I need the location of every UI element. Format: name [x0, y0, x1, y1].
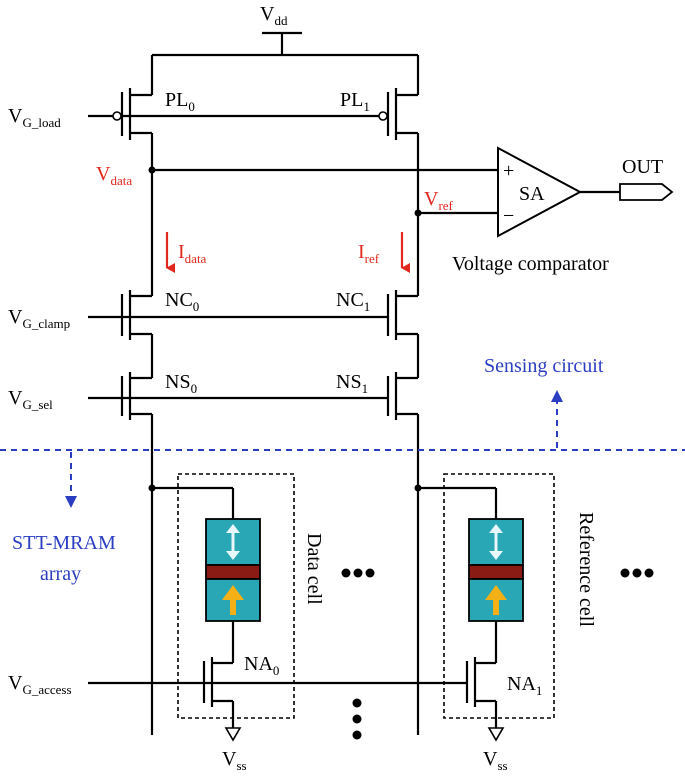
array-label-line1: STT-MRAM [12, 532, 116, 554]
fixed-layer-arrow-icon [485, 585, 507, 600]
data-cell: NA0 Vss Data cell [152, 473, 325, 773]
ellipsis-vertical-icon [352, 698, 362, 740]
reference-cell-label: Reference cell [575, 512, 597, 627]
free-layer-arrow-icon [226, 524, 240, 533]
mtj-data [205, 518, 261, 622]
out-terminal-icon [619, 183, 674, 201]
sensing-circuit-label: Sensing circuit [484, 355, 604, 377]
sensing-arrow-icon [551, 390, 563, 402]
array-arrow-icon [65, 496, 77, 508]
ns0-label: NS0 [165, 371, 197, 396]
vss-arrow-icon [487, 727, 505, 742]
voltage-comparator: + − SA OUT Voltage comparator [452, 146, 674, 275]
data-cell-label: Data cell [303, 533, 325, 605]
vref-label: Vref [424, 188, 454, 213]
left-branch [112, 55, 156, 735]
vss-right-label: Vss [483, 748, 508, 773]
comparator-plus: + [503, 160, 514, 182]
vdata-label: Vdata [96, 163, 132, 188]
ellipsis-horizontal-icon [341, 568, 375, 578]
pl1-label: PL1 [340, 89, 370, 114]
na0-label: NA0 [244, 653, 279, 678]
free-layer-arrow-icon [489, 524, 503, 533]
idata-label: Idata [178, 241, 207, 266]
vss-left-label: Vss [222, 748, 247, 773]
ns1-label: NS1 [336, 371, 368, 396]
comparator-minus: − [503, 205, 514, 227]
iref-label: Iref [358, 241, 380, 266]
reference-cell: NA1 Vss Reference cell [418, 473, 597, 773]
gate-access-label: VG_access [8, 672, 72, 697]
vdd-label: Vdd [260, 3, 288, 28]
vdd-node: Vdd [152, 3, 418, 57]
gate-load-label: VG_load [8, 105, 61, 130]
mtj-reference [468, 518, 524, 622]
nc0-label: NC0 [165, 289, 199, 314]
na1-label: NA1 [507, 673, 542, 698]
pl0-label: PL0 [165, 89, 195, 114]
fixed-layer-arrow-icon [222, 585, 244, 600]
gate-clamp-label: VG_clamp [8, 306, 70, 331]
ellipsis-horizontal-icon [620, 568, 654, 578]
array-label-line2: array [40, 563, 81, 585]
out-label: OUT [622, 156, 663, 178]
comparator-caption: Voltage comparator [452, 253, 609, 275]
sa-label: SA [519, 183, 545, 205]
vss-arrow-icon [224, 727, 242, 742]
right-branch [378, 55, 422, 735]
gate-sel-label: VG_sel [8, 387, 53, 412]
nc1-label: NC1 [336, 289, 370, 314]
